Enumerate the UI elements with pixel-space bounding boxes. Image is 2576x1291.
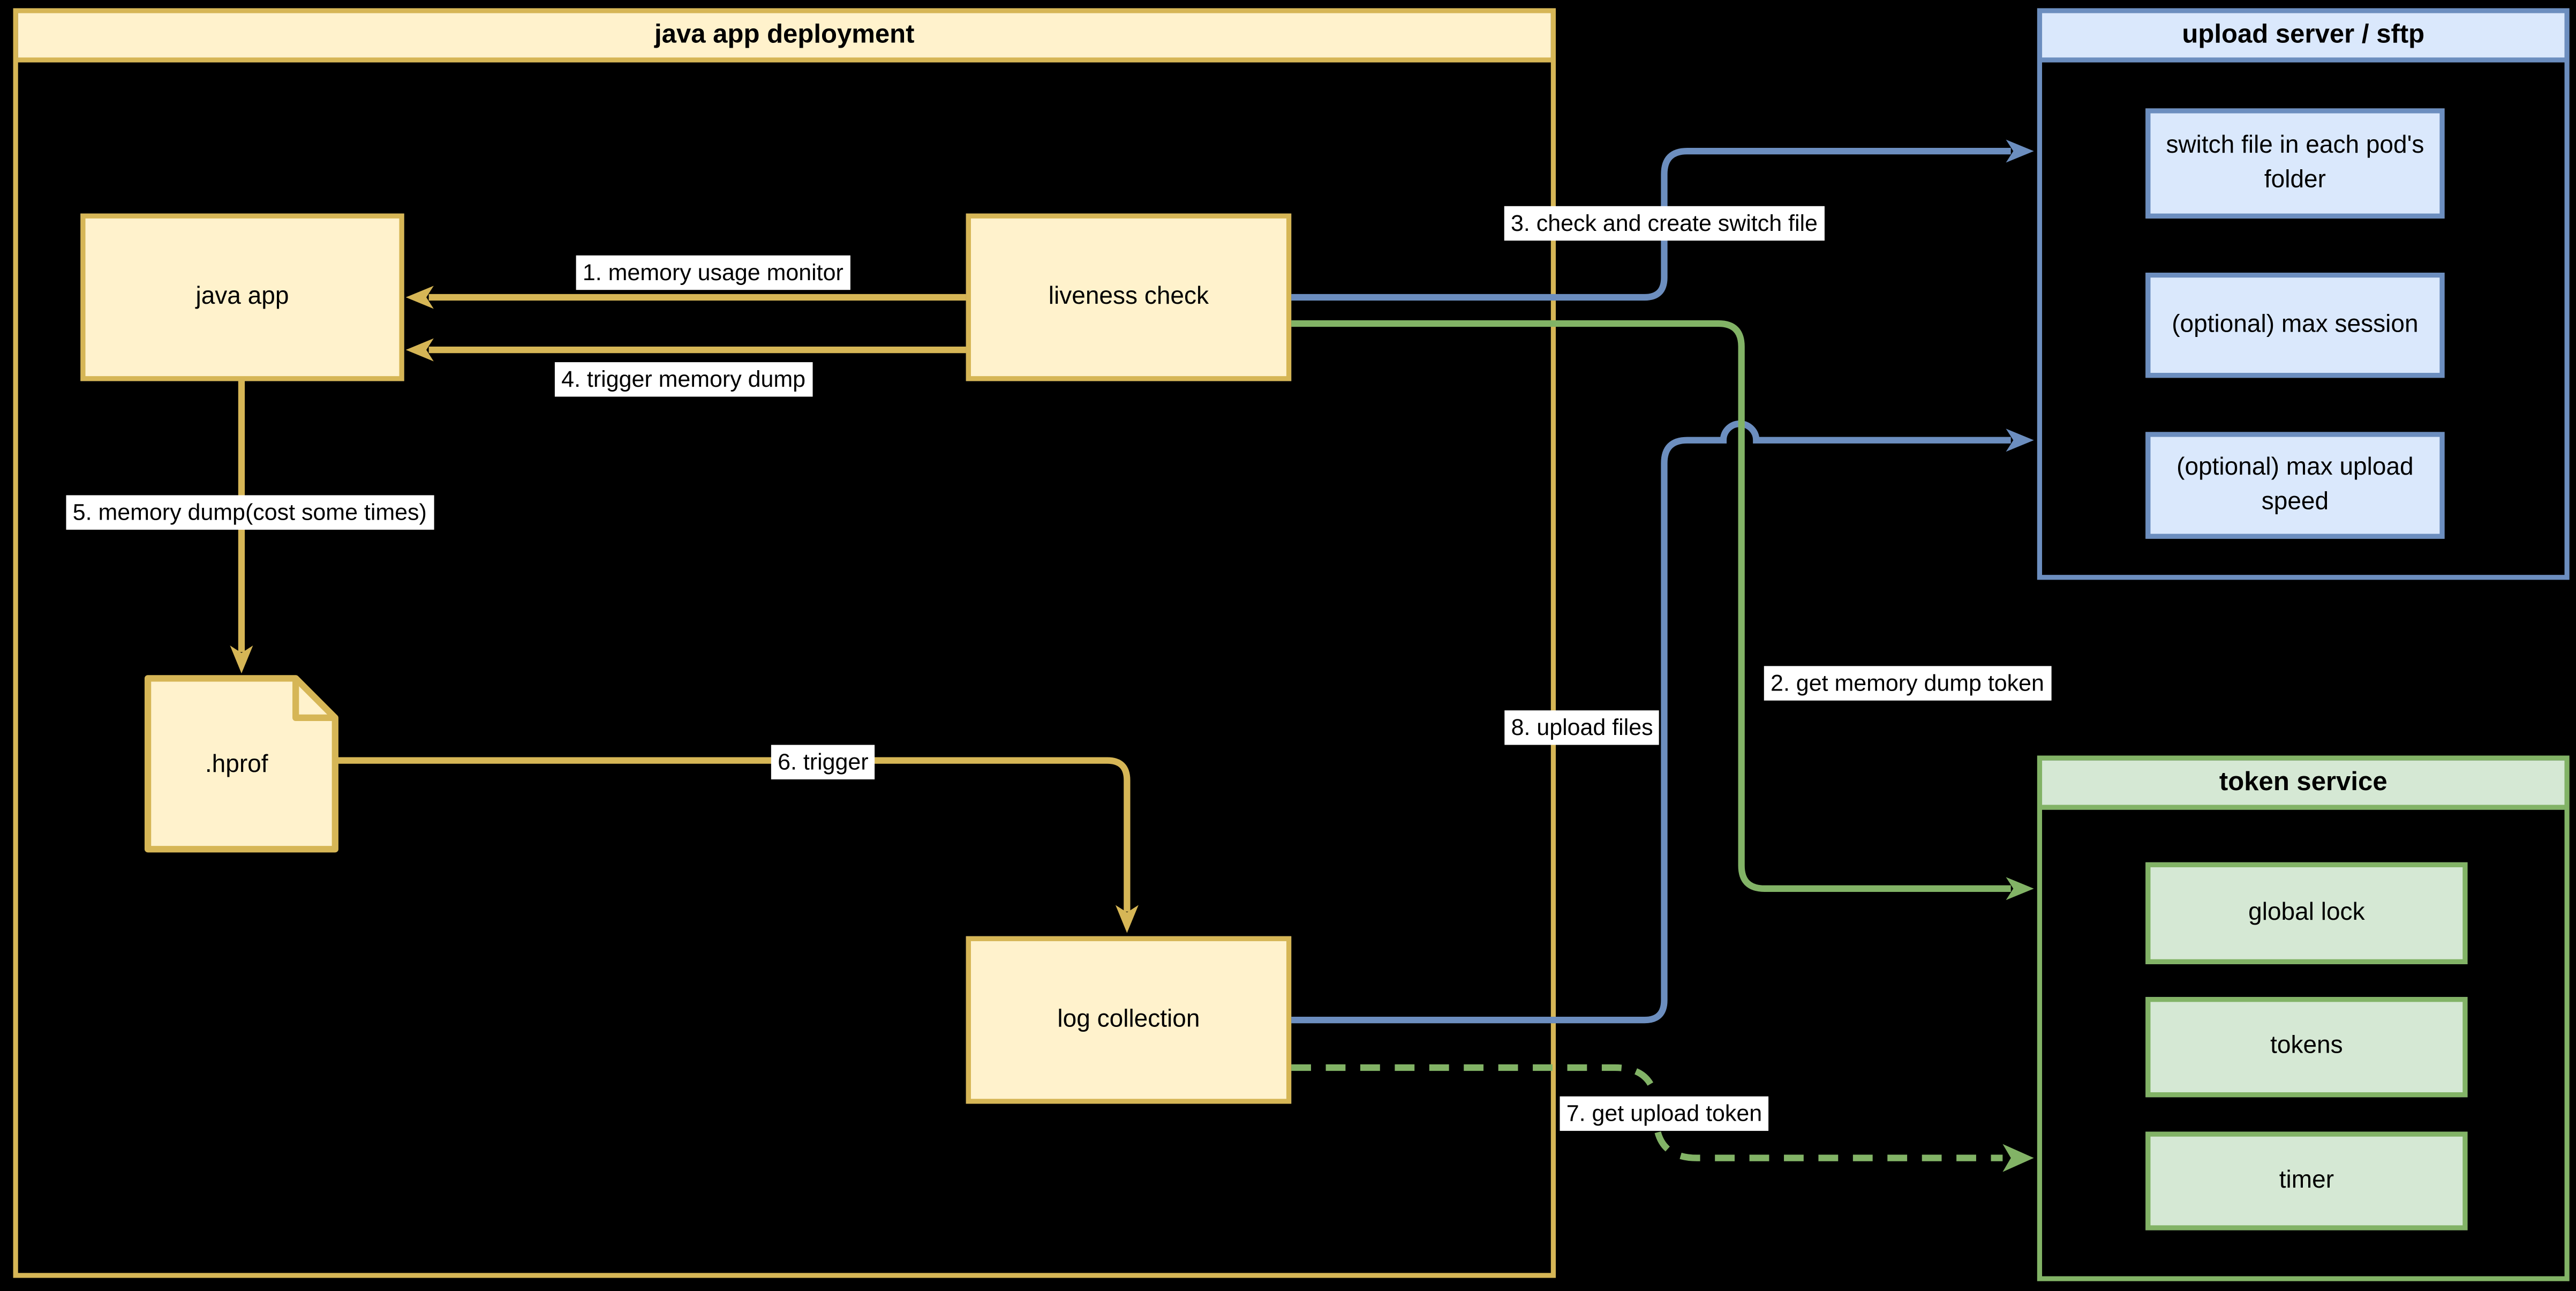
node-timer-label: timer (2279, 1166, 2334, 1194)
arrowhead-right-icon (2002, 1144, 2034, 1172)
node-global-lock: global lock (2145, 862, 2468, 964)
node-switch-file-label: switch file in each pod's folder (2166, 132, 2424, 193)
node-switch-file: switch file in each pod's folder (2145, 108, 2445, 219)
node-log-collection-label: log collection (1057, 1005, 1200, 1033)
edge-label-7: 7. get upload token (1560, 1096, 1769, 1131)
node-java-app-label: java app (195, 282, 289, 311)
arrowhead-right-icon (2006, 139, 2034, 163)
node-max-upload-speed-label: (optional) max upload speed (2176, 454, 2414, 515)
node-liveness-check-label: liveness check (1048, 282, 1209, 311)
container-upload-server-title: upload server / sftp (2042, 13, 2565, 63)
edge-label-8: 8. upload files (1504, 710, 1660, 745)
node-timer: timer (2145, 1131, 2468, 1230)
node-tokens-label: tokens (2270, 1032, 2343, 1060)
container-token-service: token service (2037, 755, 2570, 1281)
node-tokens: tokens (2145, 997, 2468, 1098)
node-liveness-check: liveness check (966, 213, 1292, 381)
arrowhead-right-icon (2006, 877, 2034, 900)
container-upload-server: upload server / sftp (2037, 8, 2570, 580)
edge-label-5: 5. memory dump(cost some times) (66, 495, 434, 530)
edge-label-4: 4. trigger memory dump (554, 362, 812, 397)
node-java-app: java app (80, 213, 404, 381)
node-max-session: (optional) max session (2145, 272, 2445, 378)
node-max-session-label: (optional) max session (2172, 310, 2419, 339)
node-hprof-shape (144, 675, 338, 853)
container-java-app-deployment-title: java app deployment (18, 13, 1551, 63)
node-global-lock-label: global lock (2248, 898, 2365, 926)
node-log-collection: log collection (966, 936, 1292, 1104)
node-hprof-label: .hprof (205, 749, 268, 778)
arrowhead-right-icon (2006, 429, 2034, 452)
container-token-service-title: token service (2042, 760, 2565, 810)
edge-label-2: 2. get memory dump token (1764, 666, 2051, 701)
edge-label-3: 3. check and create switch file (1504, 206, 1825, 241)
edge-label-6: 6. trigger (771, 745, 875, 779)
node-max-upload-speed: (optional) max upload speed (2145, 432, 2445, 539)
edge-label-1: 1. memory usage monitor (576, 255, 850, 290)
container-java-app-deployment: java app deployment (13, 8, 1556, 1278)
